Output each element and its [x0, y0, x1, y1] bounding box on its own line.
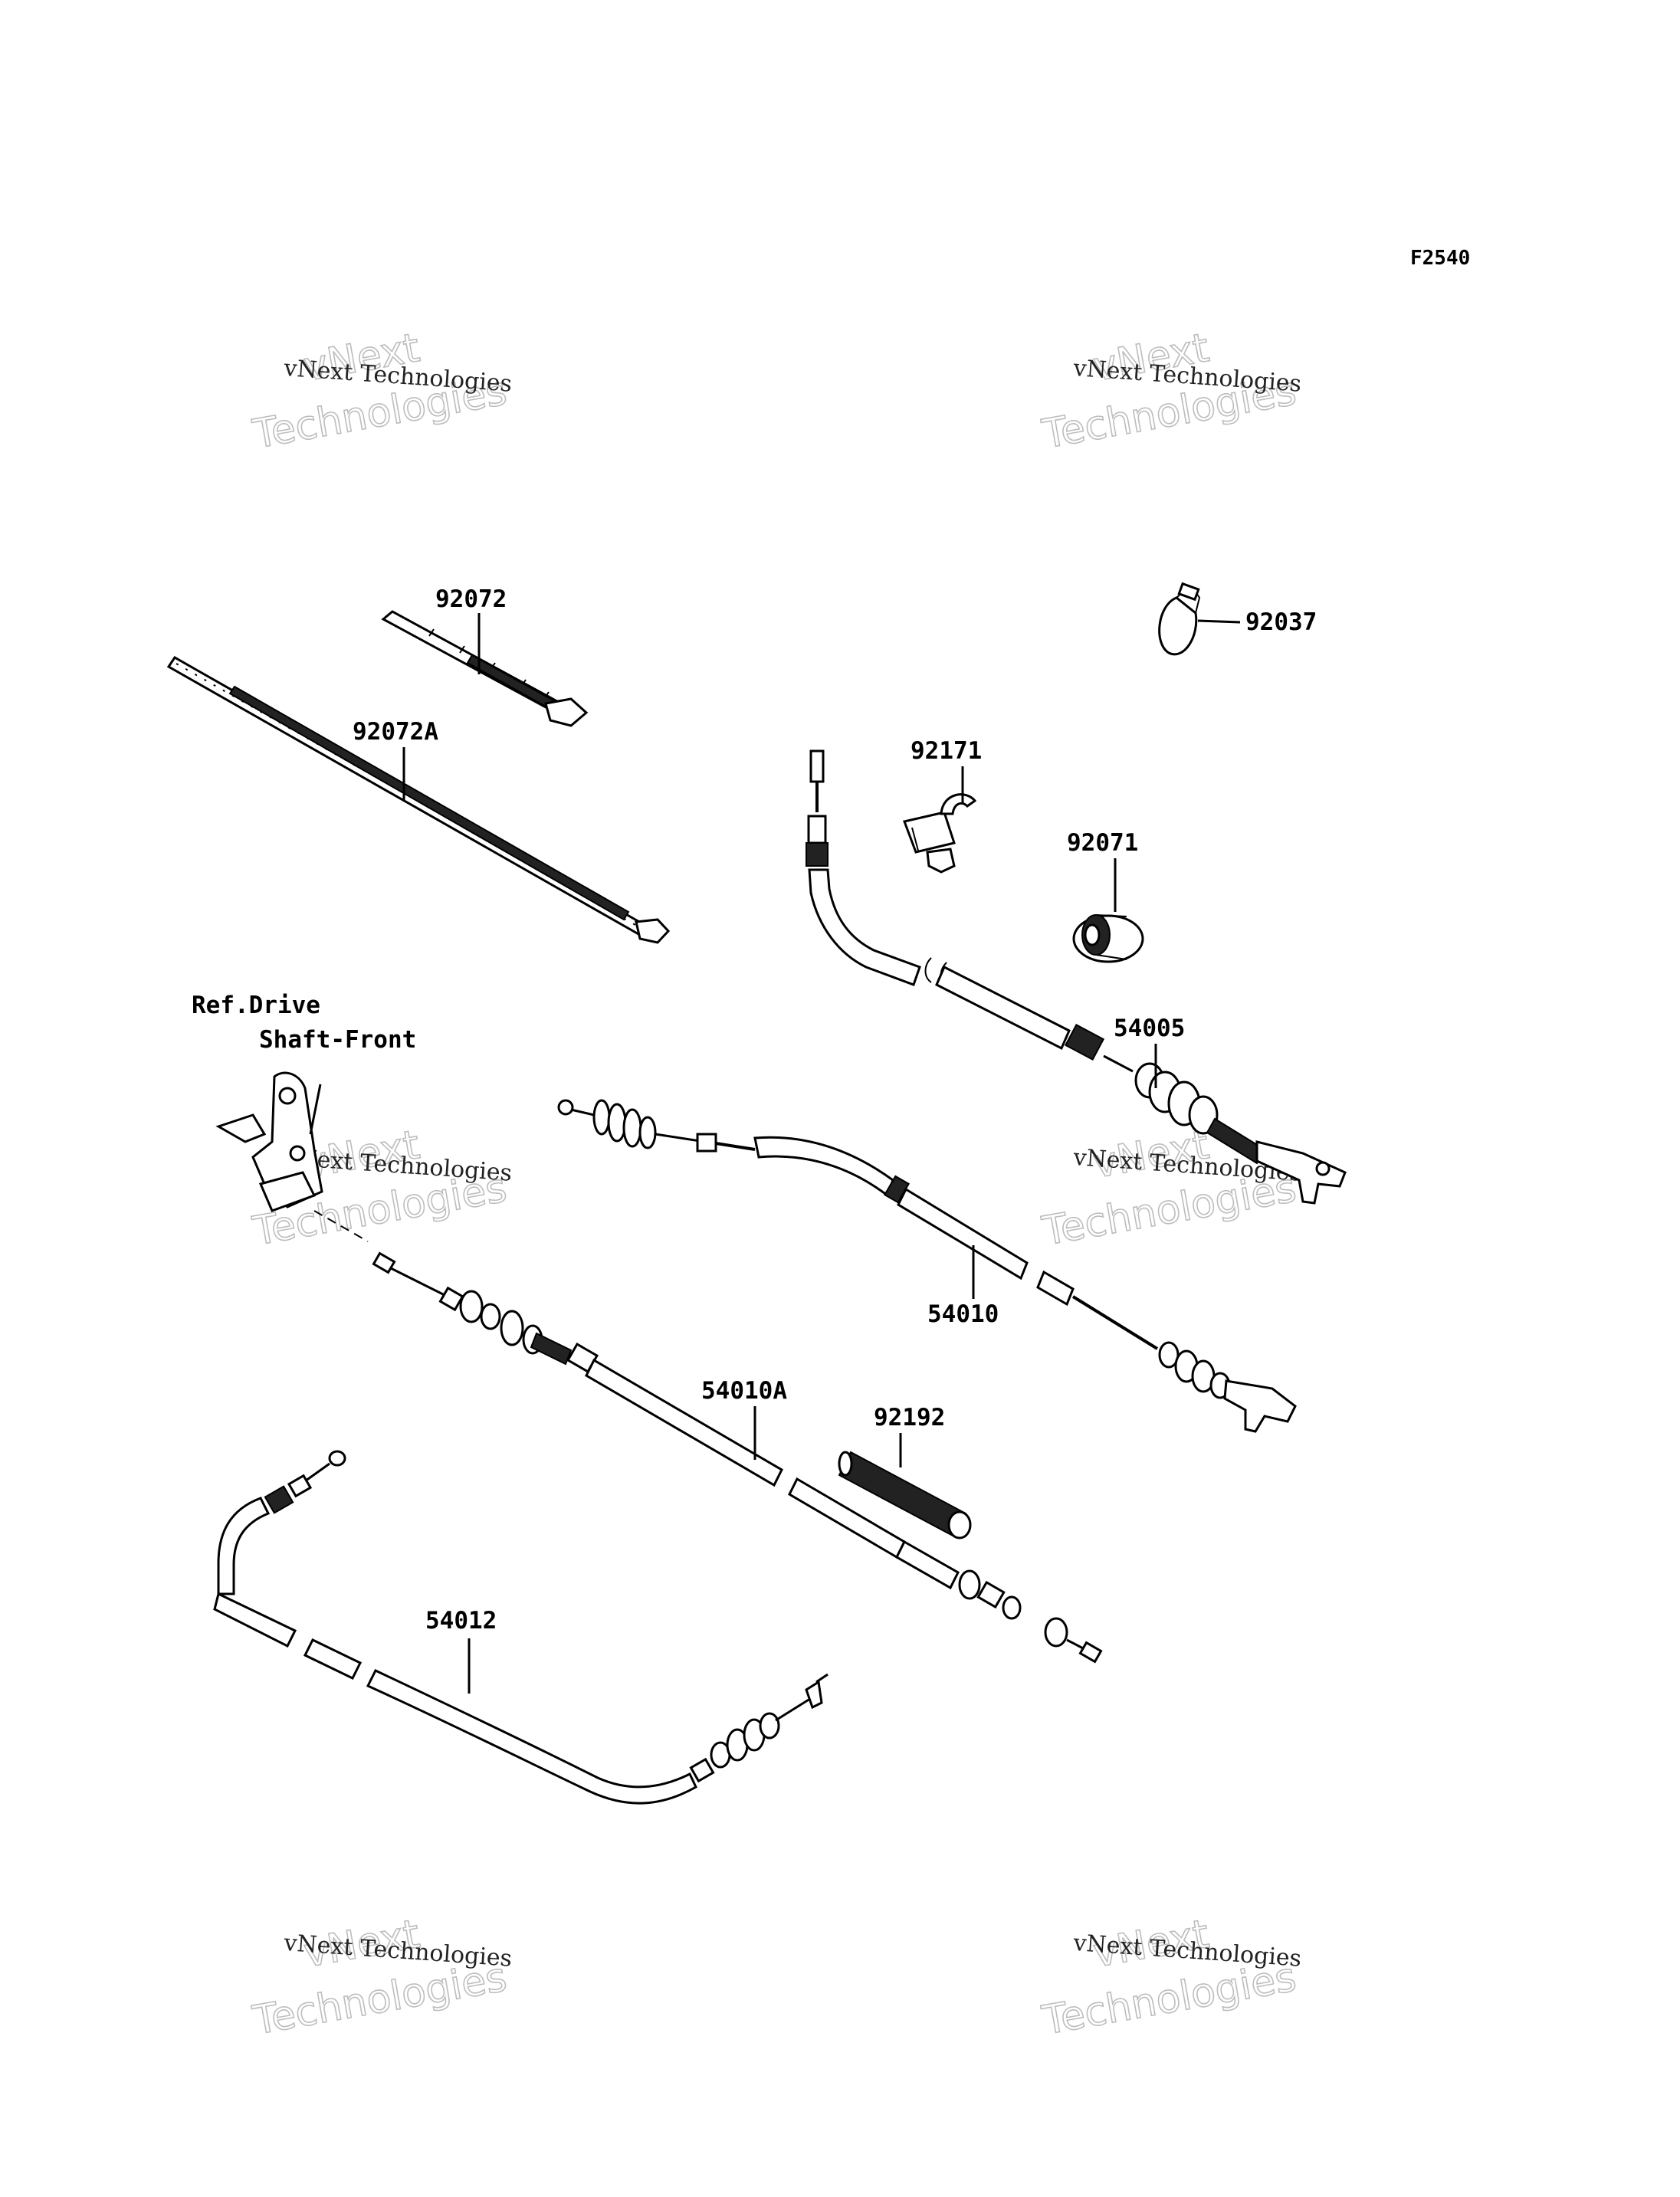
part-54012-cable	[213, 1450, 829, 1805]
leader-92037	[1197, 619, 1241, 624]
callout-92192: 92192	[874, 1404, 945, 1431]
watermark-bottom-left: vNext Technologies vNext Technologies	[248, 1910, 513, 2045]
figure-code: F2540	[1410, 247, 1470, 270]
watermark-middle-right: vNext Technologies vNext Technologies	[1038, 1121, 1302, 1255]
part-92072A-cable-tie	[166, 656, 671, 944]
callout-54005: 54005	[1114, 1015, 1185, 1042]
callout-92171: 92171	[911, 737, 982, 765]
callout-54010: 54010	[927, 1300, 999, 1328]
part-92192-protector	[838, 1451, 972, 1540]
callout-92072: 92072	[435, 585, 507, 613]
callout-92037: 92037	[1245, 608, 1317, 636]
callout-92072A: 92072A	[353, 718, 438, 746]
part-54010A-cable	[372, 1251, 1103, 1664]
part-54010-cable	[557, 1099, 1297, 1433]
part-92171-holder	[902, 793, 977, 874]
watermark-top-right: vNext Technologies vNext Technologies	[1038, 324, 1302, 458]
watermark-top-left: vNext Technologies vNext Technologies	[248, 324, 513, 458]
callout-54010A: 54010A	[701, 1377, 787, 1405]
part-92071-grommet	[1072, 914, 1144, 963]
callout-54012: 54012	[425, 1607, 497, 1635]
ref-drive-shaft-bracket	[215, 1071, 369, 1242]
part-92037-clamp	[1158, 582, 1201, 656]
part-54005-cable	[806, 749, 1347, 1205]
leader-ref-drive-shaft	[309, 1084, 322, 1135]
part-92072-cable-tie	[381, 610, 589, 727]
ref-note-line-1: Ref.Drive	[192, 992, 320, 1019]
watermark-bottom-right: vNext Technologies vNext Technologies	[1038, 1910, 1302, 2045]
callout-92071: 92071	[1067, 829, 1138, 857]
ref-note-line-2: Shaft-Front	[259, 1026, 416, 1054]
